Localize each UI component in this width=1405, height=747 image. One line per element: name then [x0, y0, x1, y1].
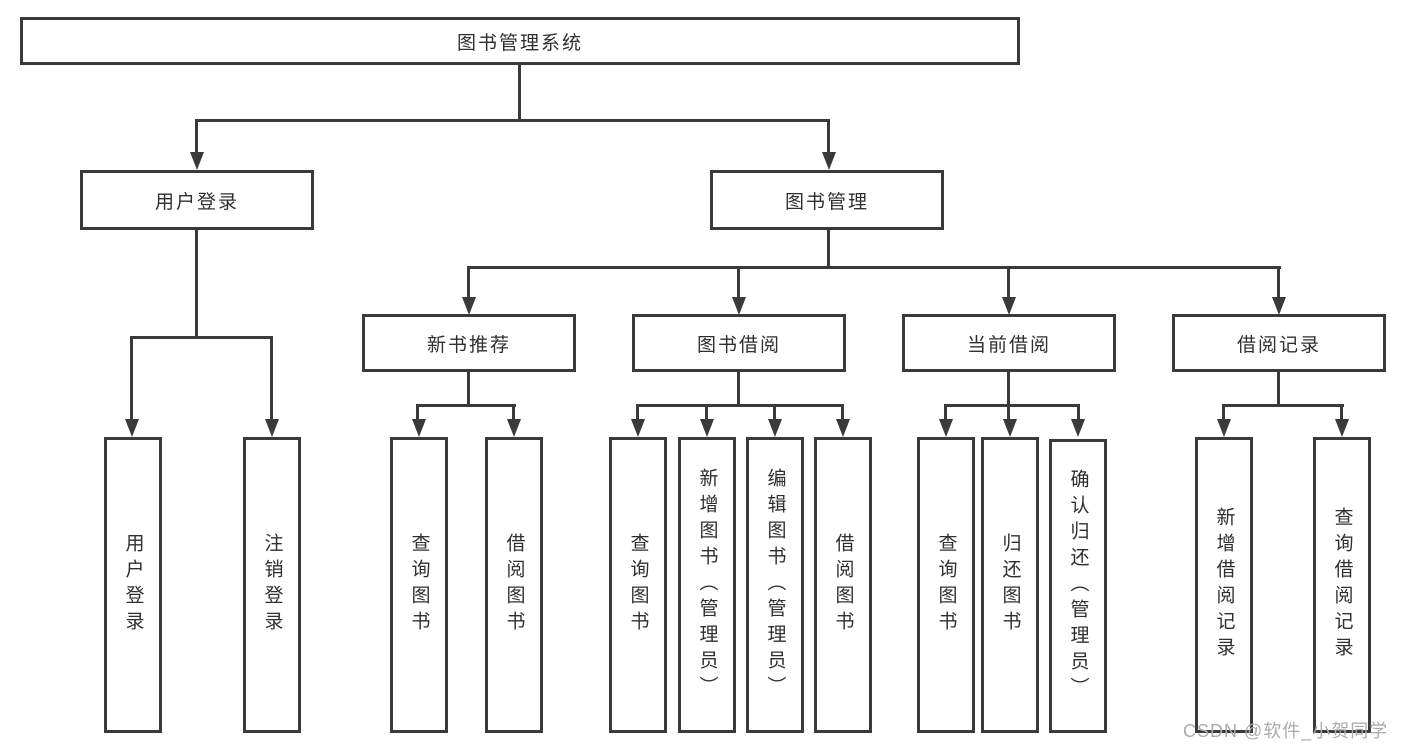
- connector-drop: [467, 266, 470, 298]
- node-leaf-query-books: 查询图书: [390, 437, 448, 733]
- connector-drop: [1007, 266, 1010, 298]
- connector-drop: [416, 404, 419, 422]
- connector-drop: [1222, 404, 1225, 422]
- arrowhead-down-icon: [507, 419, 521, 437]
- connector-stem: [1007, 372, 1010, 422]
- connector-drop: [1340, 404, 1343, 422]
- node-leaf-borrow-books: 借阅图书: [485, 437, 543, 733]
- connector-drop: [1077, 404, 1080, 422]
- node-current-borrow-label: 当前借阅: [966, 334, 1051, 356]
- node-leaf-query-borrow-record: 查询借阅记录: [1313, 437, 1371, 733]
- connector-stem: [737, 372, 740, 407]
- node-leaf-query-books: 查询图书: [609, 437, 667, 733]
- node-book-borrow-label: 图书借阅: [696, 334, 781, 356]
- arrowhead-down-icon: [1272, 297, 1286, 315]
- leaf-label: 借阅图书: [503, 533, 525, 637]
- arrowhead-down-icon: [1003, 419, 1017, 437]
- connector-drop: [270, 336, 273, 420]
- node-leaf-user-login: 用户登录: [104, 437, 162, 733]
- connector-drop: [841, 404, 844, 422]
- connector-level2-bus: [195, 119, 830, 122]
- node-leaf-return-books: 归还图书: [981, 437, 1039, 733]
- node-borrow-records: 借阅记录: [1172, 314, 1386, 372]
- connector-user-login-drop: [195, 119, 198, 157]
- arrowhead-down-icon: [732, 297, 746, 315]
- arrowhead-down-icon: [412, 419, 426, 437]
- connector-drop: [944, 404, 947, 422]
- node-user-login-label: 用户登录: [154, 191, 239, 213]
- leaf-label: 编辑图书（管理员）: [764, 468, 786, 702]
- leaf-label: 新增图书（管理员）: [696, 468, 718, 702]
- node-leaf-borrow-books: 借阅图书: [814, 437, 872, 733]
- connector-user-login-stem: [195, 230, 198, 339]
- node-leaf-logout: 注销登录: [243, 437, 301, 733]
- node-leaf-confirm-return-admin: 确认归还（管理员）: [1049, 439, 1107, 733]
- arrowhead-down-icon: [1217, 419, 1231, 437]
- arrowhead-down-icon: [462, 297, 476, 315]
- node-leaf-query-books: 查询图书: [917, 437, 975, 733]
- node-library-system: 图书管理系统: [20, 17, 1020, 65]
- leaf-label: 查询借阅记录: [1331, 507, 1353, 663]
- connector-drop: [130, 336, 133, 420]
- node-new-book-recommend-label: 新书推荐: [426, 334, 511, 356]
- connector-book-mgmt-stem: [827, 230, 830, 269]
- connector-drop: [737, 266, 740, 298]
- connector-book-mgmt-drop: [827, 119, 830, 157]
- leaf-label: 用户登录: [122, 533, 144, 637]
- arrowhead-down-icon: [939, 419, 953, 437]
- connector-bus: [416, 404, 516, 407]
- node-library-system-label: 图书管理系统: [456, 32, 583, 54]
- leaf-label: 查询图书: [408, 533, 430, 637]
- arrowhead-down-icon: [700, 419, 714, 437]
- node-current-borrow: 当前借阅: [902, 314, 1116, 372]
- node-leaf-edit-books-admin: 编辑图书（管理员）: [746, 437, 804, 733]
- node-user-login: 用户登录: [80, 170, 314, 230]
- leaf-label: 新增借阅记录: [1213, 507, 1235, 663]
- node-book-borrow: 图书借阅: [632, 314, 846, 372]
- arrowhead-down-icon: [125, 419, 139, 437]
- leaf-label: 确认归还（管理员）: [1067, 469, 1089, 703]
- connector-drop: [512, 404, 515, 422]
- leaf-label: 查询图书: [935, 533, 957, 637]
- connector-stem: [467, 372, 470, 407]
- arrowhead-down-icon: [822, 152, 836, 170]
- leaf-label: 归还图书: [999, 533, 1021, 637]
- connector-drop: [636, 404, 639, 422]
- csdn-watermark: CSDN @软件_小贺同学: [1183, 721, 1389, 741]
- arrowhead-down-icon: [768, 419, 782, 437]
- node-borrow-records-label: 借阅记录: [1236, 334, 1321, 356]
- node-leaf-add-books-admin: 新增图书（管理员）: [678, 437, 736, 733]
- leaf-label: 注销登录: [261, 533, 283, 637]
- connector-bus: [944, 404, 1080, 407]
- connector-drop: [705, 404, 708, 422]
- node-leaf-add-borrow-record: 新增借阅记录: [1195, 437, 1253, 733]
- connector-user-login-bus: [130, 336, 273, 339]
- node-book-management: 图书管理: [710, 170, 944, 230]
- connector-stem: [1277, 372, 1280, 407]
- arrowhead-down-icon: [1002, 297, 1016, 315]
- node-book-management-label: 图书管理: [784, 191, 869, 213]
- arrowhead-down-icon: [1071, 419, 1085, 437]
- connector-drop: [1277, 266, 1280, 298]
- arrowhead-down-icon: [265, 419, 279, 437]
- node-new-book-recommend: 新书推荐: [362, 314, 576, 372]
- connector-root-stem: [518, 64, 521, 122]
- connector-bus: [636, 404, 844, 407]
- connector-level3-bus: [467, 266, 1281, 269]
- arrowhead-down-icon: [190, 152, 204, 170]
- leaf-label: 借阅图书: [832, 533, 854, 637]
- connector-bus: [1222, 404, 1344, 407]
- arrowhead-down-icon: [836, 419, 850, 437]
- connector-drop: [773, 404, 776, 422]
- leaf-label: 查询图书: [627, 533, 649, 637]
- arrowhead-down-icon: [1335, 419, 1349, 437]
- arrowhead-down-icon: [631, 419, 645, 437]
